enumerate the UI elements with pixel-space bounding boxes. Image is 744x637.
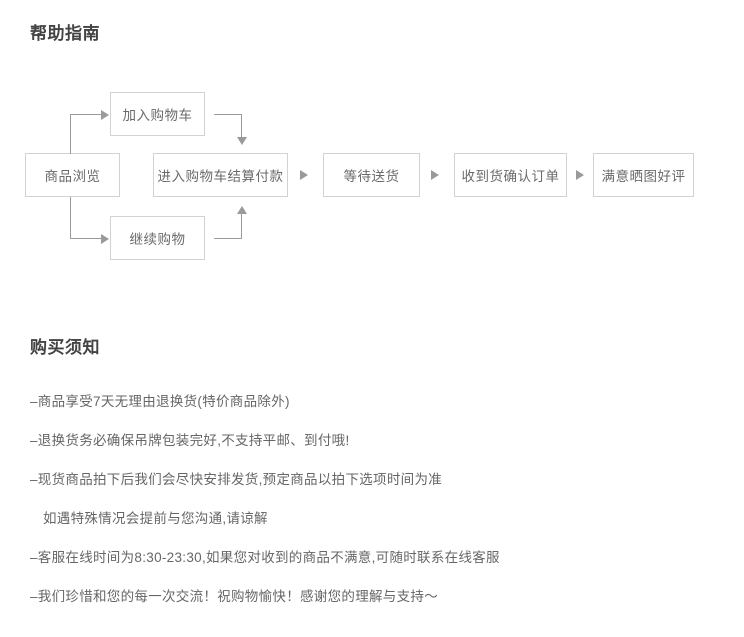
- flow-node-satisfied-review: 满意晒图好评: [593, 153, 694, 197]
- flow-node-confirm-receipt: 收到货确认订单: [454, 153, 567, 197]
- flow-separator-arrow-icon-2: [431, 170, 439, 180]
- flow-connector-browse-to-cart-vertical: [70, 114, 71, 154]
- flow-connector-browse-to-continue-horizontal: [70, 238, 102, 239]
- flow-connector-cart-to-checkout-vertical: [241, 114, 242, 138]
- flow-separator-arrow-icon-1: [300, 170, 308, 180]
- flow-arrowhead-up-to-checkout: [237, 206, 247, 214]
- flow-connector-continue-to-checkout-vertical: [241, 214, 242, 239]
- purchase-notice-title: 购买须知: [30, 338, 100, 357]
- notice-line: –客服在线时间为8:30-23:30,如果您对收到的商品不满意,可随时联系在线客…: [30, 550, 500, 565]
- purchase-flow-diagram: 加入购物车 继续购物 商品浏览 进入购物车结算付款 等待送货 收到货确认订单 满…: [0, 0, 744, 300]
- purchase-notice-list: –商品享受7天无理由退换货(特价商品除外) –退换货务必确保吊牌包装完好,不支持平…: [30, 392, 720, 626]
- notice-line: –商品享受7天无理由退换货(特价商品除外): [30, 394, 290, 409]
- flow-connector-browse-to-continue-vertical: [70, 197, 71, 238]
- flow-arrowhead-right-to-add-to-cart: [101, 110, 109, 120]
- flow-node-continue-shopping: 继续购物: [110, 216, 205, 260]
- notice-line: –现货商品拍下后我们会尽快安排发货,预定商品以拍下选项时间为准: [30, 472, 443, 487]
- flow-arrowhead-right-to-continue-shopping: [101, 234, 109, 244]
- flow-arrowhead-down-to-checkout: [237, 137, 247, 145]
- flow-node-wait-delivery: 等待送货: [323, 153, 420, 197]
- flow-connector-cart-to-checkout-horizontal: [214, 114, 242, 115]
- flow-node-browse-products: 商品浏览: [25, 153, 120, 197]
- notice-line: –我们珍惜和您的每一次交流！祝购物愉快！感谢您的理解与支持～: [30, 589, 439, 604]
- flow-connector-browse-to-cart-horizontal: [70, 114, 102, 115]
- notice-line: –退换货务必确保吊牌包装完好,不支持平邮、到付哦!: [30, 433, 350, 448]
- help-guide-title: 帮助指南: [30, 24, 100, 43]
- flow-separator-arrow-icon-3: [576, 170, 584, 180]
- flow-node-add-to-cart: 加入购物车: [110, 92, 205, 136]
- flow-connector-continue-to-checkout-horizontal: [214, 238, 242, 239]
- flow-node-cart-checkout: 进入购物车结算付款: [153, 153, 288, 197]
- notice-line: 如遇特殊情况会提前与您沟通,请谅解: [43, 511, 268, 526]
